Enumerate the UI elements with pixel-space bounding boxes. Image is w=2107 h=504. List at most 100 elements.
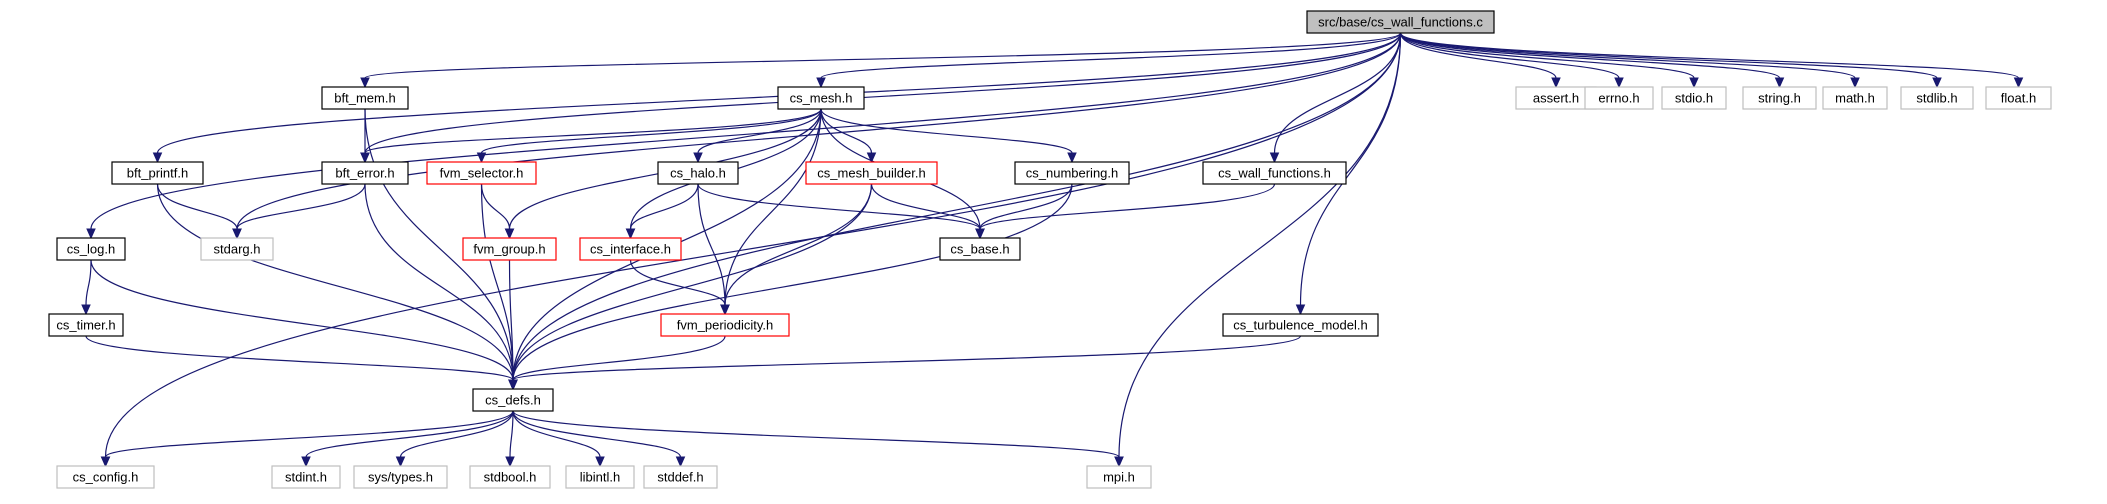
node-label: cs_wall_functions.h (1218, 166, 1331, 181)
edge-line (512, 335, 726, 381)
node-bft-mem[interactable]: bft_mem.h (321, 86, 409, 110)
node-stdarg: stdarg.h (200, 237, 274, 261)
node-cs-halo[interactable]: cs_halo.h (657, 161, 739, 185)
edge-line (236, 183, 366, 230)
node-cs-wall-functions[interactable]: cs_wall_functions.h (1202, 161, 1347, 185)
node-label: cs_log.h (67, 242, 115, 257)
edge-cs_halo-to-cs_interface (625, 183, 699, 240)
edge-line (697, 108, 822, 154)
node-cs-turbulence-model[interactable]: cs_turbulence_model.h (1222, 313, 1379, 337)
node-box (1822, 86, 1888, 110)
edge-line (1399, 32, 1695, 79)
arrowhead (1850, 77, 1860, 89)
node-assert: assert.h (1515, 86, 1597, 110)
arrowhead (360, 152, 370, 164)
node-bft-error[interactable]: bft_error.h (321, 161, 409, 185)
node-box (426, 161, 537, 185)
node-label: sys/types.h (368, 470, 433, 485)
node-label: cs_interface.h (590, 242, 671, 257)
arrowhead (504, 228, 515, 240)
edge-line (979, 183, 1073, 230)
edge-bft_printf-to-cs_defs (156, 183, 518, 391)
edge-line (629, 183, 699, 230)
node-fvm-group[interactable]: fvm_group.h (462, 237, 557, 261)
node-cs-timer[interactable]: cs_timer.h (48, 313, 124, 337)
node-label: stddef.h (657, 470, 703, 485)
edge-cs_defs-to-stddef (512, 410, 686, 468)
node-label: src/base/cs_wall_functions.c (1318, 15, 1483, 30)
node-libintl: libintl.h (565, 465, 635, 489)
edge-cs_mesh-to-cs_numbering (820, 108, 1077, 164)
edge-line (697, 183, 726, 306)
arrowhead (232, 228, 242, 240)
edge-cs_defs-to-stdbool (505, 410, 515, 468)
edge-cs_defs-to-mpi (512, 410, 1124, 468)
edge-root-to-assert (1399, 32, 1561, 89)
edge-cs_log-to-cs_timer (81, 259, 92, 316)
arrowhead (476, 152, 487, 164)
edge-root-to-stdio (1399, 32, 1699, 89)
node-stdlib: stdlib.h (1900, 86, 1974, 110)
edge-line (512, 183, 873, 381)
node-box (321, 86, 409, 110)
edge-line (512, 32, 1402, 381)
node-cs-log[interactable]: cs_log.h (56, 237, 126, 261)
edge-line (512, 410, 1120, 458)
edge-root-to-string (1399, 32, 1785, 89)
edge-line (1273, 32, 1402, 154)
edge-line (509, 410, 514, 458)
node-box (321, 161, 409, 185)
edge-line (512, 335, 1302, 381)
edge-fvm_selector-to-fvm_group (480, 183, 515, 240)
arrowhead (625, 228, 636, 240)
node-box (462, 237, 557, 261)
edge-root-to-cs_log (86, 32, 1402, 240)
node-errno: errno.h (1584, 86, 1654, 110)
arrowhead (1269, 152, 1280, 164)
edge-line (156, 183, 514, 381)
node-label: libintl.h (580, 470, 620, 485)
arrowhead (81, 304, 91, 316)
arrowhead (1614, 77, 1624, 89)
node-box (805, 161, 938, 185)
node-cs-base[interactable]: cs_base.h (939, 237, 1021, 261)
edge-line (364, 32, 1402, 154)
arrowhead (152, 152, 163, 164)
edge-line (104, 410, 514, 458)
node-cs-defs[interactable]: cs_defs.h (472, 388, 554, 412)
node-box (1900, 86, 1974, 110)
edge-line (697, 183, 981, 230)
arrowhead (1295, 304, 1306, 316)
node-label: math.h (1835, 91, 1875, 106)
node-cs-mesh-builder[interactable]: cs_mesh_builder.h (805, 161, 938, 185)
edge-line (512, 183, 1073, 381)
edge-line (364, 108, 514, 381)
edge-root-to-stdlib (1399, 32, 1942, 89)
edge-line (1399, 32, 2020, 79)
edge-line (85, 259, 92, 306)
node-box (1584, 86, 1654, 110)
arrowhead (720, 304, 730, 316)
node-box (579, 237, 682, 261)
node-stddef: stddef.h (643, 465, 718, 489)
node-mpi: mpi.h (1086, 465, 1152, 489)
node-root[interactable]: src/base/cs_wall_functions.c (1306, 10, 1495, 34)
node-cs-interface[interactable]: cs_interface.h (579, 237, 682, 261)
node-cs-numbering[interactable]: cs_numbering.h (1014, 161, 1130, 185)
node-label: bft_printf.h (127, 166, 188, 181)
node-fvm-periodicity[interactable]: fvm_periodicity.h (660, 313, 790, 337)
node-label: stdarg.h (214, 242, 261, 257)
node-box (1742, 86, 1817, 110)
arrowhead (395, 456, 406, 468)
edge-line (85, 335, 514, 381)
node-label: errno.h (1598, 91, 1639, 106)
edge-bft_error-to-stdarg (232, 183, 366, 240)
node-bft-printf[interactable]: bft_printf.h (111, 161, 204, 185)
edge-line (1399, 32, 1620, 79)
node-cs-mesh[interactable]: cs_mesh.h (777, 86, 865, 110)
node-box (1202, 161, 1347, 185)
node-box (643, 465, 718, 489)
edge-line (512, 410, 682, 458)
node-label: cs_mesh_builder.h (817, 166, 925, 181)
node-fvm-selector[interactable]: fvm_selector.h (426, 161, 537, 185)
